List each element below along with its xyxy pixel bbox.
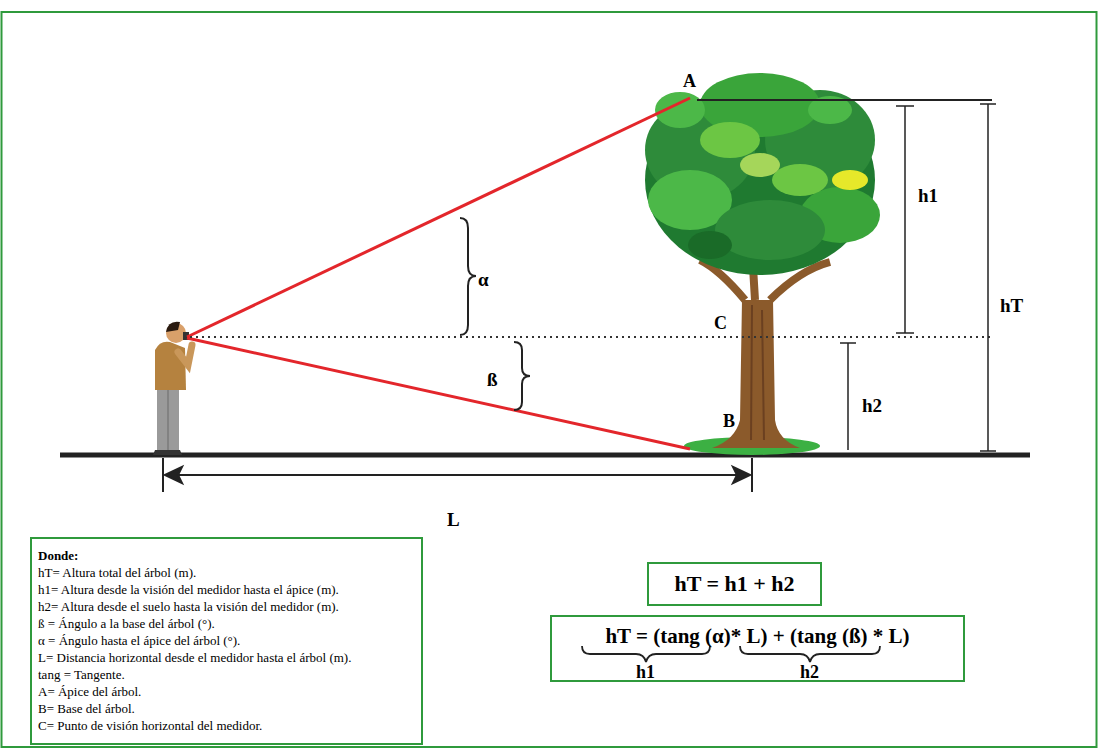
ground-line bbox=[60, 453, 1030, 458]
legend-line: tang = Tangente. bbox=[38, 666, 415, 683]
legend-line: hT= Altura total del árbol (m). bbox=[38, 564, 415, 581]
legend-line: h1= Altura desde la visión del medidor h… bbox=[38, 581, 415, 598]
sight-line-base bbox=[187, 338, 690, 449]
legend-line: α = Ángulo hasta el ápice del árbol (°). bbox=[38, 632, 415, 649]
ht-dimension bbox=[980, 104, 996, 451]
formula-underbrace bbox=[740, 646, 880, 662]
frame bbox=[2, 12, 1097, 747]
dimension-label: hT bbox=[1000, 296, 1023, 315]
formula-underbrace bbox=[582, 646, 710, 662]
formula-box: hT = h1 + h2 bbox=[647, 562, 822, 606]
dimension-label: h2 bbox=[862, 396, 882, 415]
tree-trunk bbox=[700, 250, 830, 448]
point-label: C bbox=[714, 314, 727, 332]
sight-line-apex bbox=[187, 98, 690, 337]
angle-label: ß bbox=[487, 370, 498, 389]
brace-label: h1 bbox=[636, 663, 655, 681]
formula-box: hT = (tang (α)* L) + (tang (ß) * L) h1 h2 bbox=[550, 615, 965, 682]
legend-line: L= Distancia horizontal desde el medidor… bbox=[38, 649, 415, 666]
horizontal-sight bbox=[190, 336, 990, 338]
legend-line: h2= Altura desde el suelo hasta la visió… bbox=[38, 598, 415, 615]
formula-text: hT = (tang (α)* L) + (tang (ß) * L) bbox=[556, 623, 959, 649]
h1-dimension bbox=[896, 106, 914, 333]
legend-heading: Donde: bbox=[38, 547, 415, 564]
dimension-label: L bbox=[447, 510, 460, 529]
h2-dimension bbox=[840, 343, 856, 450]
apex-line bbox=[697, 99, 992, 101]
brace-label: h2 bbox=[800, 663, 819, 681]
observer-figure bbox=[153, 322, 192, 455]
point-label: B bbox=[723, 412, 735, 430]
legend-box: Donde:hT= Altura total del árbol (m).h1=… bbox=[30, 537, 423, 745]
alpha-brace bbox=[460, 218, 476, 335]
angle-label: α bbox=[478, 270, 489, 289]
legend-line: A= Ápice del árbol. bbox=[38, 683, 415, 700]
legend-line: C= Punto de visión horizontal del medido… bbox=[38, 717, 415, 734]
point-label: A bbox=[683, 72, 696, 90]
formula-text: hT = h1 + h2 bbox=[653, 570, 816, 598]
legend-line: ß = Ángulo a la base del árbol (°). bbox=[38, 615, 415, 632]
l-dimension bbox=[163, 458, 752, 492]
beta-brace bbox=[514, 342, 530, 410]
dimension-label: h1 bbox=[918, 186, 938, 205]
legend-line: B= Base del árbol. bbox=[38, 700, 415, 717]
